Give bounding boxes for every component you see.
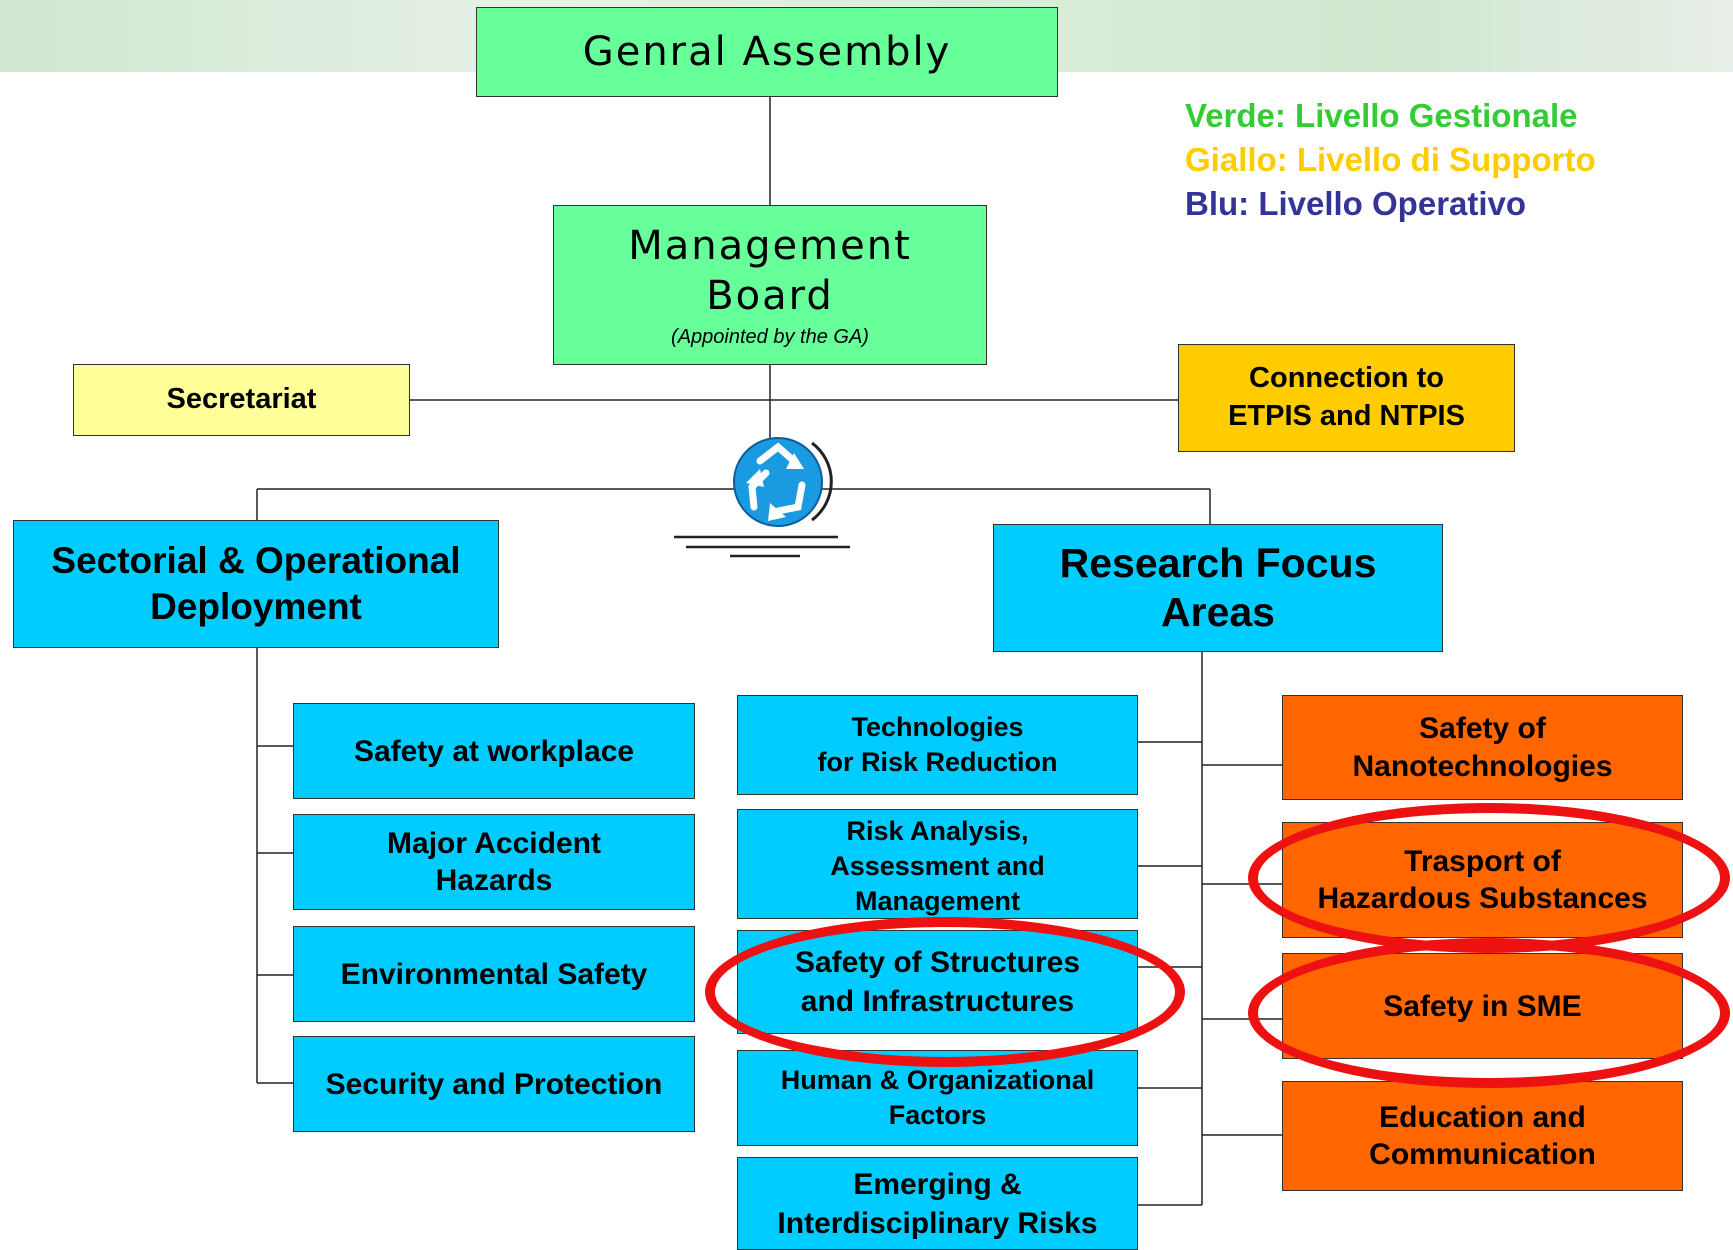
management-board-line1: Management [628, 222, 912, 269]
left-item-environmental-safety: Environmental Safety [293, 926, 695, 1022]
item-label: Environmental Safety [340, 957, 648, 991]
management-board-line2: Board [706, 272, 834, 319]
item-label: Human & Organizational [780, 1064, 1095, 1095]
legend-operational: Blu: Livello Operativo [1185, 185, 1527, 222]
recycle-icon [674, 437, 850, 558]
item-label: Emerging & [853, 1167, 1022, 1201]
item-label: Technologies [851, 711, 1024, 742]
left-item-safety-workplace: Safety at workplace [293, 703, 695, 799]
right-item-education: Education and Communication [1282, 1081, 1683, 1191]
item-label: Hazardous Substances [1317, 882, 1648, 915]
right-item-sme: Safety in SME [1282, 953, 1683, 1059]
middle-item-structures: Safety of Structures and Infrastructures [737, 930, 1138, 1034]
connection-box: Connection to ETPIS and NTPIS [1178, 344, 1515, 452]
right-item-nanotechnologies: Safety of Nanotechnologies [1282, 695, 1683, 800]
right-item-hazardous-transport: Trasport of Hazardous Substances [1282, 822, 1683, 938]
item-label: Assessment and [830, 851, 1045, 882]
item-label: Factors [888, 1100, 987, 1130]
connection-line2: ETPIS and NTPIS [1228, 400, 1465, 432]
secretariat-label: Secretariat [166, 383, 317, 416]
research-line1: Research Focus [1059, 539, 1377, 586]
management-board-box: Management Board (Appointed by the GA) [553, 205, 987, 365]
management-board-note: (Appointed by the GA) [671, 325, 869, 348]
item-label: Safety of Structures [794, 946, 1081, 979]
general-assembly-label: Genral Assembly [582, 29, 952, 75]
item-label: Risk Analysis, [846, 816, 1029, 846]
item-label: Communication [1369, 1138, 1596, 1171]
item-label: Safety at workplace [353, 734, 635, 768]
item-label: Safety of [1419, 712, 1546, 745]
middle-item-emerging-risks: Emerging & Interdisciplinary Risks [737, 1157, 1138, 1250]
item-label: for Risk Reduction [817, 747, 1058, 777]
item-label: Trasport of [1404, 844, 1561, 878]
connection-line1: Connection to [1249, 362, 1444, 395]
item-label: Safety in SME [1383, 989, 1582, 1023]
legend-management: Verde: Livello Gestionale [1185, 97, 1578, 134]
research-focus-box: Research Focus Areas [993, 524, 1443, 652]
sectorial-deployment-box: Sectorial & Operational Deployment [13, 520, 499, 648]
left-item-security-protection: Security and Protection [293, 1036, 695, 1132]
general-assembly-box: Genral Assembly [476, 7, 1058, 97]
middle-item-risk-analysis: Risk Analysis, Assessment and Management [737, 809, 1138, 919]
item-label: Nanotechnologies [1352, 749, 1613, 783]
legend-support: Giallo: Livello di Supporto [1185, 141, 1596, 178]
middle-item-technologies: Technologies for Risk Reduction [737, 695, 1138, 795]
item-label: Major Accident [387, 826, 601, 860]
item-label: Security and Protection [325, 1067, 663, 1101]
research-line2: Areas [1161, 589, 1275, 635]
left-item-major-accident: Major Accident Hazards [293, 814, 695, 910]
item-label: and Infrastructures [800, 985, 1075, 1018]
sectorial-line2: Deployment [150, 586, 362, 627]
sectorial-line1: Sectorial & Operational [51, 539, 461, 581]
item-label: Interdisciplinary Risks [777, 1206, 1098, 1240]
middle-item-human-factors: Human & Organizational Factors [737, 1050, 1138, 1146]
item-label: Hazards [435, 864, 553, 897]
secretariat-box: Secretariat [73, 364, 410, 436]
item-label: Management [854, 886, 1021, 917]
item-label: Education and [1379, 1100, 1586, 1134]
